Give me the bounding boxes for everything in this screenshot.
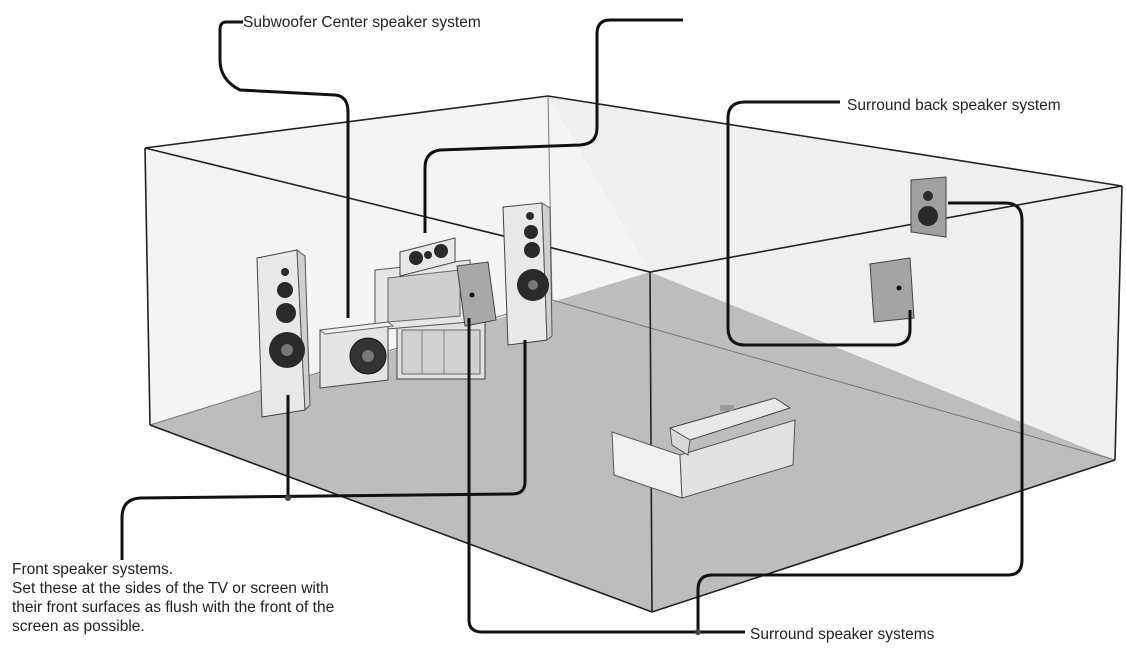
room-edge — [649, 271, 653, 613]
subwoofer — [318, 321, 395, 389]
front-right-speaker — [502, 202, 553, 346]
leader-junction — [695, 629, 701, 635]
room-edge — [1114, 185, 1123, 461]
label-front-desc-line: Set these at the sides of the TV or scre… — [12, 580, 329, 597]
surround-speaker-left — [456, 261, 497, 327]
center-speaker — [399, 237, 456, 277]
room-edge — [144, 147, 151, 426]
label-front-desc-line: their front surfaces as flush with the f… — [12, 599, 335, 616]
front-speaker-description: Front speaker systems. Set these at the … — [12, 560, 334, 636]
room-edge — [149, 424, 653, 613]
leader-line-surround — [467, 318, 745, 634]
room-edge — [651, 459, 1116, 613]
front-left-speaker — [256, 248, 311, 418]
label-surround: Surround speaker systems — [750, 626, 935, 643]
leader-line-surround-back — [726, 100, 912, 347]
label-subwoofer-center: Subwoofer Center speaker system — [243, 14, 481, 31]
leader-line-surround-right — [696, 201, 1024, 632]
sofa — [611, 397, 796, 499]
leader-line-center — [423, 18, 683, 233]
label-surround-back: Surround back speaker system — [847, 97, 1061, 114]
leader-junction — [285, 495, 291, 501]
back-right-wall — [548, 96, 1122, 460]
tv — [374, 259, 471, 331]
surround-speaker-right — [869, 257, 915, 323]
label-front-title: Front speaker systems. — [12, 561, 174, 578]
tv-rack — [396, 321, 486, 380]
label-front-desc-line: screen as possible. — [12, 618, 145, 635]
surround-back-speaker — [910, 176, 947, 238]
leader-line-subwoofer-center — [218, 20, 350, 318]
leader-line-front — [120, 340, 527, 560]
